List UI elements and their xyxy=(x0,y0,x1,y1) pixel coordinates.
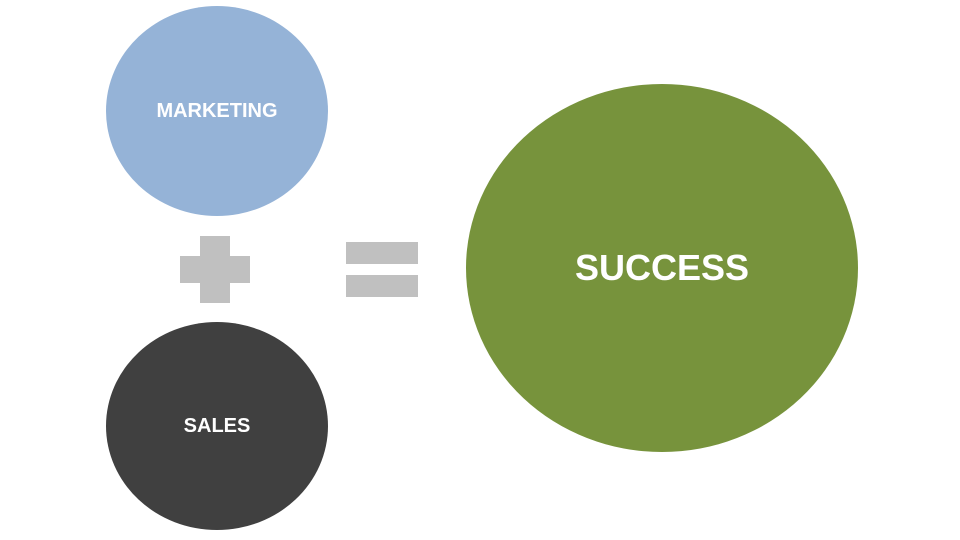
marketing-label: MARKETING xyxy=(156,99,278,122)
marketing-circle: MARKETING xyxy=(106,6,328,216)
plus-horizontal-bar xyxy=(180,256,250,283)
equals-top-bar xyxy=(346,242,418,264)
success-label: SUCCESS xyxy=(574,247,750,288)
equals-bottom-bar xyxy=(346,275,418,297)
sales-label: SALES xyxy=(183,414,251,437)
success-circle: SUCCESS xyxy=(466,84,858,452)
sales-circle: SALES xyxy=(106,322,328,530)
